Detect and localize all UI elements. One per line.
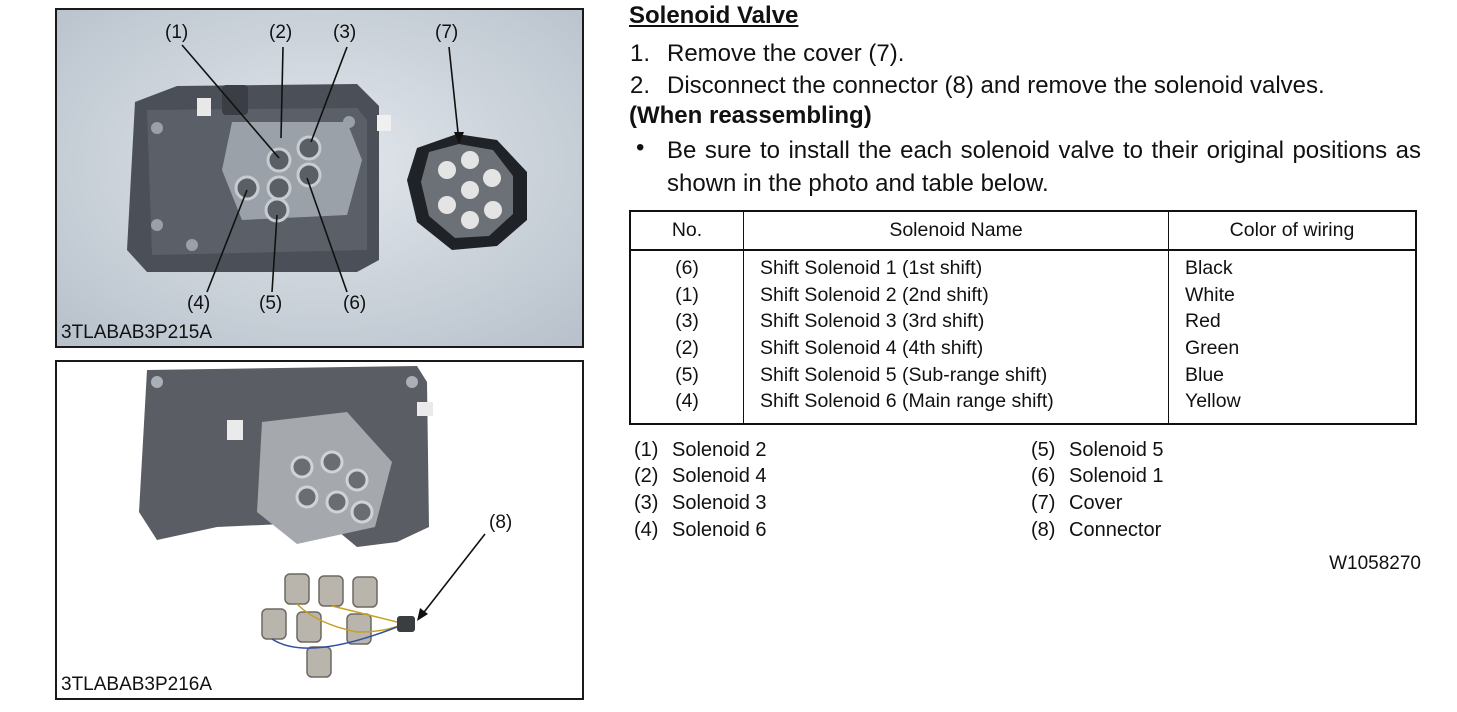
cell-no: (3) bbox=[629, 310, 744, 338]
legend-label: Solenoid 3 bbox=[672, 492, 767, 514]
cell-name: Shift Solenoid 5 (Sub-range shift) bbox=[743, 363, 1169, 391]
photo-id-label: 3TLABAB3P215A bbox=[61, 322, 213, 343]
legend-item: (2) Solenoid 4 bbox=[634, 465, 767, 488]
legend-item: (7) Cover bbox=[1031, 492, 1122, 515]
cell-color: White bbox=[1168, 283, 1417, 311]
photo-id-label: 3TLABAB3P216A bbox=[61, 674, 213, 695]
table-row: (3) Shift Solenoid 3 (3rd shift) Red bbox=[629, 310, 1417, 338]
cell-color: Black bbox=[1168, 250, 1417, 284]
legend-number: (1) bbox=[634, 439, 659, 461]
legend-item: (6) Solenoid 1 bbox=[1031, 465, 1164, 488]
legend-label: Connector bbox=[1069, 519, 1162, 541]
reassembly-note: Be sure to install the each solenoid val… bbox=[667, 137, 1421, 197]
cell-no: (1) bbox=[629, 283, 744, 311]
cell-color: Yellow bbox=[1168, 390, 1417, 425]
cell-no: (5) bbox=[629, 363, 744, 391]
header-no: No. bbox=[629, 210, 744, 251]
header-wiring-color: Color of wiring bbox=[1168, 210, 1417, 251]
step-text: Remove the cover (7). bbox=[667, 40, 905, 67]
step-number: 2. bbox=[630, 72, 651, 99]
cell-no: (2) bbox=[629, 337, 744, 364]
reassembly-heading: (When reassembling) bbox=[629, 102, 872, 129]
callout-5: (5) bbox=[259, 293, 283, 314]
step-1: 1. Remove the cover (7). bbox=[630, 40, 904, 68]
cell-no: (6) bbox=[629, 250, 744, 284]
cell-color: Green bbox=[1168, 337, 1417, 364]
callout-1: (1) bbox=[165, 22, 189, 43]
valve-body-illustration bbox=[57, 10, 582, 346]
legend-item: (3) Solenoid 3 bbox=[634, 492, 767, 515]
callout-8: (8) bbox=[489, 512, 513, 533]
legend-number: (7) bbox=[1031, 492, 1056, 514]
callout-4: (4) bbox=[187, 293, 211, 314]
legend-number: (5) bbox=[1031, 439, 1056, 461]
cell-color: Blue bbox=[1168, 363, 1417, 391]
legend-label: Solenoid 5 bbox=[1069, 439, 1164, 461]
legend-item: (5) Solenoid 5 bbox=[1031, 439, 1164, 462]
photo-valve-body-cover: (1) (2) (3) (7) (4) (5) (6) 3TLABAB3P215… bbox=[55, 8, 584, 348]
callout-3: (3) bbox=[333, 22, 357, 43]
legend-item: (8) Connector bbox=[1031, 519, 1161, 542]
legend-number: (3) bbox=[634, 492, 659, 514]
table-row: (2) Shift Solenoid 4 (4th shift) Green bbox=[629, 337, 1417, 364]
legend-number: (8) bbox=[1031, 519, 1056, 541]
step-number: 1. bbox=[630, 40, 651, 67]
step-2: 2. Disconnect the connector (8) and remov… bbox=[630, 72, 1325, 100]
cell-name: Shift Solenoid 1 (1st shift) bbox=[743, 250, 1169, 284]
legend-item: (4) Solenoid 6 bbox=[634, 519, 767, 542]
legend-label: Solenoid 4 bbox=[672, 465, 767, 487]
cell-name: Shift Solenoid 4 (4th shift) bbox=[743, 337, 1169, 364]
legend-label: Cover bbox=[1069, 492, 1123, 514]
table-row: (5) Shift Solenoid 5 (Sub-range shift) B… bbox=[629, 363, 1417, 391]
cell-name: Shift Solenoid 3 (3rd shift) bbox=[743, 310, 1169, 338]
legend-label: Solenoid 1 bbox=[1069, 465, 1164, 487]
cell-no: (4) bbox=[629, 390, 744, 425]
legend-number: (6) bbox=[1031, 465, 1056, 487]
document-id: W1058270 bbox=[1329, 553, 1421, 574]
solenoid-removal-illustration bbox=[57, 362, 582, 698]
legend-label: Solenoid 2 bbox=[672, 439, 767, 461]
table-row: (1) Shift Solenoid 2 (2nd shift) White bbox=[629, 283, 1417, 311]
legend-number: (2) bbox=[634, 465, 659, 487]
legend-number: (4) bbox=[634, 519, 659, 541]
table-row: (6) Shift Solenoid 1 (1st shift) Black bbox=[629, 250, 1417, 284]
callout-2: (2) bbox=[269, 22, 293, 43]
table-row: (4) Shift Solenoid 6 (Main range shift) … bbox=[629, 390, 1417, 425]
table-header-row: No. Solenoid Name Color of wiring bbox=[629, 210, 1417, 251]
bullet-mark: • bbox=[636, 134, 645, 161]
section-title: Solenoid Valve bbox=[629, 2, 799, 29]
cell-name: Shift Solenoid 2 (2nd shift) bbox=[743, 283, 1169, 311]
cell-name: Shift Solenoid 6 (Main range shift) bbox=[743, 390, 1169, 425]
photo-solenoid-removal: (8) 3TLABAB3P216A bbox=[55, 360, 584, 700]
callout-7: (7) bbox=[435, 22, 459, 43]
solenoid-table: No. Solenoid Name Color of wiring (6) Sh… bbox=[629, 210, 1417, 426]
header-solenoid-name: Solenoid Name bbox=[743, 210, 1169, 251]
callout-6: (6) bbox=[343, 293, 367, 314]
cell-color: Red bbox=[1168, 310, 1417, 338]
legend-item: (1) Solenoid 2 bbox=[634, 439, 767, 462]
step-text: Disconnect the connector (8) and remove … bbox=[667, 72, 1325, 99]
legend-label: Solenoid 6 bbox=[672, 519, 767, 541]
